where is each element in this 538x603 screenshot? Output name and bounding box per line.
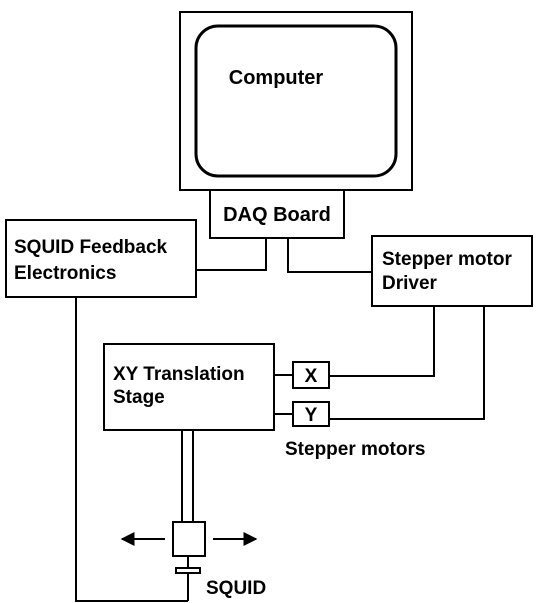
squid-sensor [175,556,201,601]
motor-y-label: Y [305,405,318,426]
squid-electronics-label-line1: SQUID Feedback [14,237,168,258]
stepper-driver-box [371,235,533,307]
computer-label: Computer [229,67,324,89]
driver-x-link [329,306,435,377]
daq-squid-link [196,238,267,271]
stepper-driver-block: Stepper motor Driver [371,235,533,307]
monitor-frame [179,11,413,191]
driver-y-link [329,306,485,420]
stepper-driver-label-line1: Stepper motor [382,249,512,270]
motor-x-block: X [292,361,330,389]
motor-y-block: Y [292,401,330,427]
daq-board-box [209,189,345,239]
daq-board-block: DAQ Board [209,189,345,239]
xy-stage-box [103,343,275,431]
squid-electronics-label-line2: Electronics [14,263,116,284]
stepper-motors-label: Stepper motors [285,439,425,460]
electronics-squid-link [75,297,188,602]
xy-stage-label-line2: Stage [113,387,165,408]
motor-x-label: X [305,366,318,387]
motor-y-box [292,401,330,427]
squid-label: SQUID [206,578,266,599]
squid-electronics-box [5,219,197,298]
squid-electronics-block: SQUID Feedback Electronics [5,219,197,298]
probe-shaft [181,430,194,522]
stepper-driver-label-line2: Driver [382,273,438,294]
computer-monitor: Computer [179,11,413,191]
xy-stage-block: XY Translation Stage [103,343,275,431]
daq-board-label: DAQ Board [223,204,331,226]
monitor-screen [194,24,398,178]
probe-carriage [172,521,206,557]
daq-driver-link [287,238,372,273]
xy-stage-label-line1: XY Translation [113,364,245,385]
